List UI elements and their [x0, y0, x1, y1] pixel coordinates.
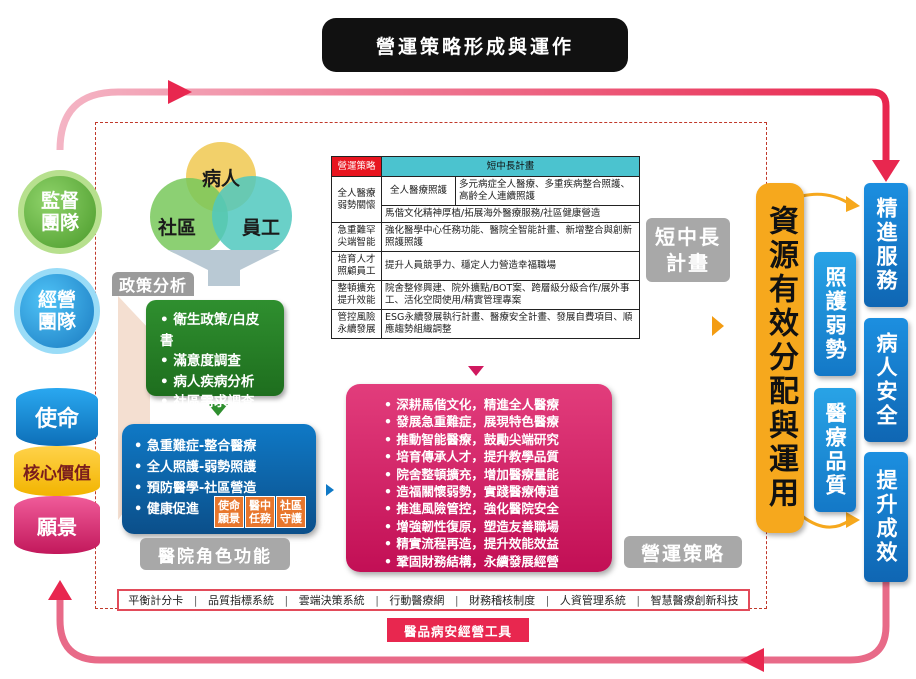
policy-item: 衛生政策/白皮書: [160, 310, 270, 351]
outcome-patient-safety: 病人安全: [864, 318, 908, 442]
strategy-box: 深耕馬偕文化，精進全人醫療 發展急重難症，展現特色醫療 推動智能醫療，鼓勵尖端研…: [346, 384, 612, 572]
table-row: 培育人才 照顧員工 提升人員競爭力、穩定人力營造幸福職場: [331, 251, 640, 281]
table-header-strategy: 營運策略: [331, 156, 382, 177]
strategy-item: 增強韌性復原，塑造友善職場: [384, 518, 596, 535]
page-title: 營運策略形成與運作: [322, 18, 628, 72]
tool-item: 人資管理系統: [559, 594, 626, 607]
strategy-item: 發展急重難症，展現特色醫療: [384, 413, 596, 430]
role-item: 健康促進: [134, 499, 304, 520]
tool-item: 雲端決策系統: [298, 594, 365, 607]
venn-label-patient: 病人: [202, 168, 241, 190]
tool-item: 財務稽核制度: [469, 594, 536, 607]
venn-label-community: 社區: [158, 217, 197, 239]
curve-arrow-top: [801, 192, 851, 206]
cycle-arrowhead-bottom: [740, 648, 764, 672]
strategy-item: 造福關懷弱勢，實踐醫療傳道: [384, 483, 596, 500]
policy-item: 病人疾病分析: [160, 372, 270, 393]
funnel-arrow: [168, 250, 280, 286]
supervise-team-circle: 監督 團隊: [18, 170, 102, 254]
cycle-arrowhead-left: [48, 580, 72, 600]
arrow-to-strategy: [326, 484, 334, 496]
strategy-item: 培育傳承人才，提升教學品質: [384, 448, 596, 465]
role-chip-task: 醫中 任務: [245, 496, 275, 528]
policy-analysis-box: 衛生政策/白皮書 滿意度調查 病人疾病分析 社區需求調查: [146, 300, 284, 410]
arrow-to-resources: [712, 316, 724, 336]
role-item: 急重難症-整合醫療: [134, 436, 304, 457]
role-item: 預防醫學-社區營造: [134, 478, 304, 499]
resource-allocation-pill: 資源有效分配與運用: [756, 183, 804, 533]
tools-label: 醫品病安經營工具: [387, 618, 529, 642]
strategy-item: 推動智能醫療，鼓勵尖端研究: [384, 431, 596, 448]
venn-circle-staff: [212, 176, 292, 256]
outcome-improve-effect: 提升成效: [864, 452, 908, 582]
supervise-team-label: 監督 團隊: [40, 190, 79, 234]
cycle-arrowhead-right: [872, 160, 900, 182]
operate-team-circle: 經營 團隊: [14, 268, 100, 354]
table-row: 全人醫療 弱勢關懷 全人醫療照護 多元病症全人醫療、多重疾病整合照護、高齡全人連…: [331, 176, 640, 223]
arrow-to-table: [468, 366, 484, 376]
curve-arrow-bottom: [801, 514, 851, 529]
role-chip-community: 社區 守護: [276, 496, 306, 528]
tool-item: 品質指標系統: [207, 594, 274, 607]
tool-item: 行動醫療網: [389, 594, 445, 607]
policy-item: 社區需求調查: [160, 392, 270, 413]
stack-core-values: 核心價值: [14, 446, 100, 496]
care-vulnerable-box: 照護弱勢: [814, 252, 856, 376]
outcome-refined-service: 精進服務: [864, 183, 908, 307]
cycle-arrowhead-top: [168, 80, 192, 104]
operate-team-label: 經營 團隊: [37, 289, 76, 333]
table-row: 整頓擴充 提升效能 院舍整修興建、院外擴點/BOT案、跨層級分級合作/展外事工、…: [331, 280, 640, 310]
tools-bar: 平衡計分卡| 品質指標系統| 雲端決策系統| 行動醫療網| 財務稽核制度| 人資…: [117, 589, 750, 611]
table-row: 管控風險 永續發展 ESG永續發展執行計畫、醫療安全計畫、發展自費項目、順應趨勢…: [331, 309, 640, 339]
strategy-item: 精實流程再造，提升效能效益: [384, 535, 596, 552]
hospital-role-label: 醫院角色功能: [140, 538, 290, 570]
strategy-item: 院舍整頓擴充，增加醫療量能: [384, 466, 596, 483]
tool-item: 智慧醫療創新科技: [650, 594, 739, 607]
table-header-plan: 短中長計畫: [381, 156, 640, 177]
short-mid-long-label: 短中長 計畫: [646, 218, 730, 282]
medical-quality-box: 醫療品質: [814, 388, 856, 512]
role-chip-mission: 使命 願景: [214, 496, 244, 528]
table-row: 急重難罕 尖端智能 強化醫學中心任務功能、醫院全智能計畫、新增整合與創新照護照護: [331, 222, 640, 252]
policy-analysis-tab: 政策分析: [112, 272, 194, 296]
stack-vision: 願景: [14, 496, 100, 554]
plan-table: 營運策略 短中長計畫 全人醫療 弱勢關懷 全人醫療照護 多元病症全人醫療、多重疾…: [331, 156, 640, 339]
strategy-item: 推進風險管控，強化醫院安全: [384, 500, 596, 517]
role-item: 全人照護-弱勢照護: [134, 457, 304, 478]
strategy-item: 深耕馬偕文化，精進全人醫療: [384, 396, 596, 413]
strategy-label: 營運策略: [624, 536, 742, 568]
venn-label-staff: 員工: [242, 217, 281, 239]
strategy-item: 鞏固財務結構，永續發展經營: [384, 553, 596, 570]
policy-item: 滿意度調查: [160, 351, 270, 372]
stack-mission: 使命: [16, 388, 98, 446]
tool-item: 平衡計分卡: [128, 594, 184, 607]
